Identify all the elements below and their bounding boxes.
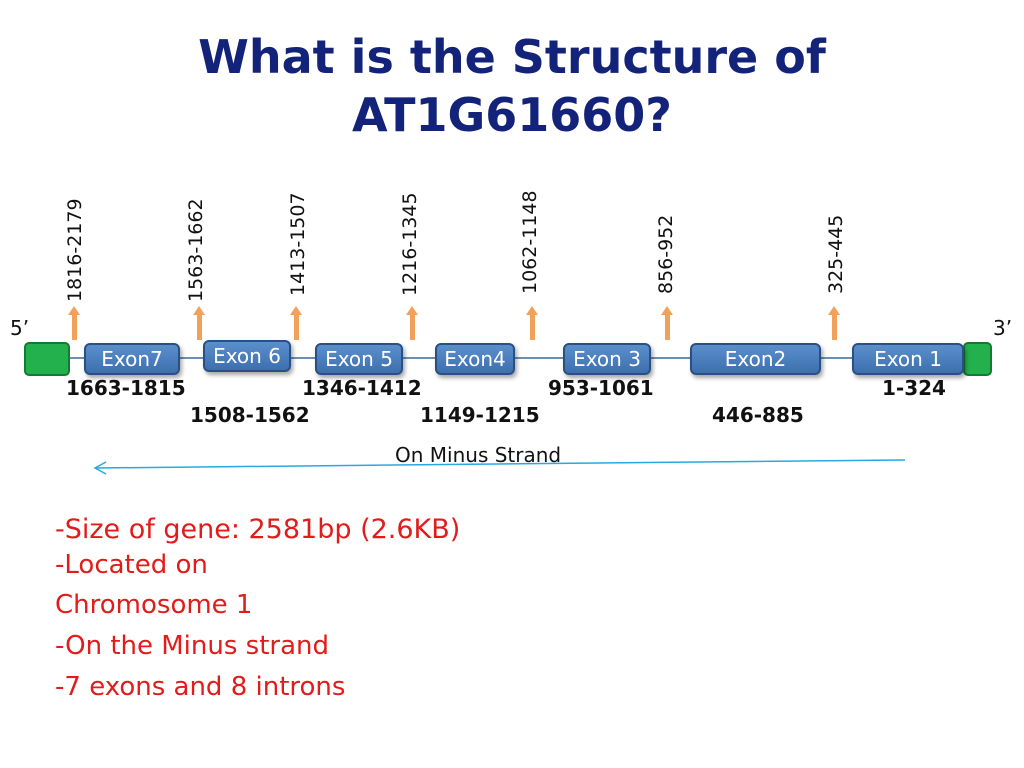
three-prime-label: 3’	[993, 316, 1013, 340]
exon-6: Exon 6	[203, 340, 291, 372]
fact-located: -Located on	[55, 550, 208, 580]
exon-1-coords: 1-324	[882, 376, 946, 400]
utr-3-prime	[963, 342, 992, 376]
exon-5: Exon 5	[315, 343, 403, 375]
gene-facts: -Size of gene: 2581bp (2.6KB) -Located o…	[55, 512, 460, 708]
exon-4: Exon4	[435, 343, 515, 375]
title-line-2: AT1G61660?	[352, 88, 672, 142]
exon-2-coords: 446-885	[712, 403, 804, 427]
fact-size: -Size of gene: 2581bp (2.6KB)	[55, 514, 461, 545]
title-line-1: What is the Structure of	[198, 30, 826, 84]
exon-1: Exon 1	[852, 343, 964, 375]
five-prime-label: 5’	[10, 316, 30, 340]
utr-5-prime	[24, 342, 70, 376]
fact-strand: -On the Minus strand	[55, 631, 330, 661]
exon-6-coords: 1508-1562	[190, 403, 310, 427]
exon-4-coords: 1149-1215	[420, 403, 540, 427]
exon-3-coords: 953-1061	[548, 376, 654, 400]
exon-7-coords: 1663-1815	[66, 376, 186, 400]
gene-backbone	[70, 357, 970, 359]
fact-chromosome: Chromosome 1	[55, 590, 253, 620]
exon-2: Exon2	[690, 343, 821, 375]
exon-3: Exon 3	[563, 343, 651, 375]
slide-title: What is the Structure of AT1G61660?	[0, 28, 1024, 144]
fact-exons-introns: -7 exons and 8 introns	[55, 672, 346, 702]
exon-5-coords: 1346-1412	[302, 376, 422, 400]
exon-7: Exon7	[84, 343, 180, 375]
